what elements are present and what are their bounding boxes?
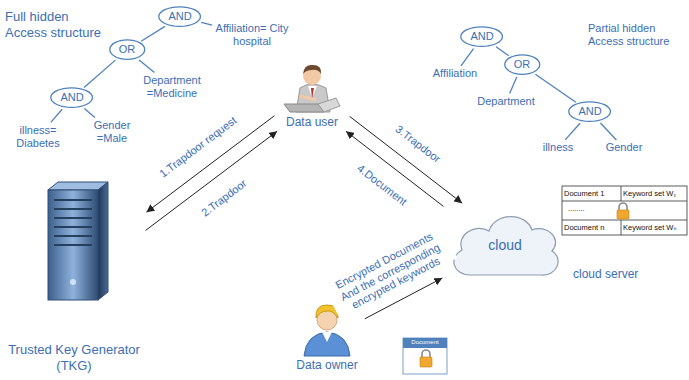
node-text: Affiliation <box>433 67 477 80</box>
tree-branch <box>565 123 580 140</box>
table-cell: Keyword set W₁ <box>623 189 687 198</box>
tree-branch <box>84 108 95 117</box>
tree-branch <box>141 26 165 41</box>
node-text: illness= Diabetes <box>12 124 64 150</box>
node-text: illness <box>543 141 574 154</box>
server-slot <box>54 226 92 228</box>
node-text: Data owner <box>291 358 363 372</box>
server-icon <box>48 182 108 300</box>
ellipse-outline <box>159 7 201 27</box>
logic-gate-ellipse: OR <box>109 39 146 60</box>
edge-label: Encrypted Documents And the correspondin… <box>322 224 456 319</box>
node-text: Trusted Key Generator (TKG) <box>4 342 144 373</box>
server-slot <box>54 244 92 246</box>
node-text: Affiliation= City hospital <box>214 22 290 48</box>
structure-caption: Full hidden Access structure <box>5 9 111 40</box>
server-slot <box>54 217 92 219</box>
tree-branch <box>84 60 115 87</box>
structure-caption: Partial hidden Access structure <box>588 22 686 48</box>
attribute-leaf: Gender <box>606 141 643 154</box>
tree-branch <box>510 77 517 93</box>
logic-gate-ellipse: AND <box>50 87 93 108</box>
node-text: Gender <box>606 141 643 154</box>
server-slot <box>54 208 92 210</box>
attribute-leaf: Gender =Male <box>87 119 137 145</box>
cloud-node: cloudcloud server <box>445 205 565 285</box>
logic-gate-ellipse: AND <box>158 6 201 27</box>
icon-caption: Document <box>403 339 447 346</box>
node-text: AND <box>60 91 83 104</box>
node-text: Gender =Male <box>87 119 137 145</box>
tree-branch <box>496 47 509 56</box>
attribute-leaf: illness= Diabetes <box>12 124 64 150</box>
table-cell: Keyword set Wₙ <box>623 223 687 232</box>
ellipse-outline <box>51 88 93 108</box>
edge-label: 2.Trapdoor <box>197 175 250 220</box>
table-cell: ........ <box>568 204 612 213</box>
tree-branch <box>461 49 474 66</box>
tree-branch <box>139 60 154 73</box>
edge-label: 4.Document <box>354 160 412 209</box>
edge-label: 3.Trapdoor <box>392 121 445 166</box>
node-text: cloud <box>488 237 521 254</box>
node-text: Data user <box>276 115 348 129</box>
node-text: AND <box>578 105 601 118</box>
attribute-leaf: Department =Medicine <box>138 74 206 100</box>
attribute-leaf: illness <box>543 141 574 154</box>
table-cell: Document 1 <box>564 189 620 198</box>
logic-gate-ellipse: OR <box>504 54 541 75</box>
actor-node: Data user <box>276 63 348 129</box>
actor-node: Data owner <box>291 305 363 372</box>
flow-arrow <box>146 131 278 230</box>
table-cell: Document n <box>564 223 620 232</box>
tree-branch <box>51 109 62 122</box>
tree-branch <box>201 22 212 25</box>
ellipse-outline <box>569 102 611 122</box>
flow-arrow <box>350 116 463 203</box>
document-icon <box>403 338 447 374</box>
node-heading: cloud server <box>573 267 638 281</box>
ellipse-outline <box>461 27 503 47</box>
node-text: Department <box>477 95 534 108</box>
lock-icon <box>617 203 629 219</box>
ellipse-outline <box>110 40 145 60</box>
node-text: AND <box>470 30 493 43</box>
node-text: OR <box>119 43 136 56</box>
attribute-leaf: Affiliation= City hospital <box>214 22 290 48</box>
node-text: AND <box>168 10 191 23</box>
logic-gate-ellipse: AND <box>568 101 611 122</box>
attribute-leaf: Affiliation <box>433 67 477 80</box>
actor-node: Trusted Key Generator (TKG) <box>4 178 144 373</box>
server-slot <box>54 199 92 201</box>
edge-label: 1.Trapdoor request <box>155 113 240 182</box>
server-slot <box>54 235 92 237</box>
ellipse-outline <box>505 55 540 75</box>
user-icon <box>284 65 340 112</box>
document-table <box>562 186 687 235</box>
logic-gate-ellipse: AND <box>460 26 503 47</box>
attribute-leaf: Department <box>477 95 534 108</box>
node-text: OR <box>514 58 531 71</box>
cloud-shape <box>454 217 558 276</box>
tree-branch <box>535 74 575 102</box>
tree-branch <box>600 123 616 140</box>
node-text: Department =Medicine <box>138 74 206 100</box>
